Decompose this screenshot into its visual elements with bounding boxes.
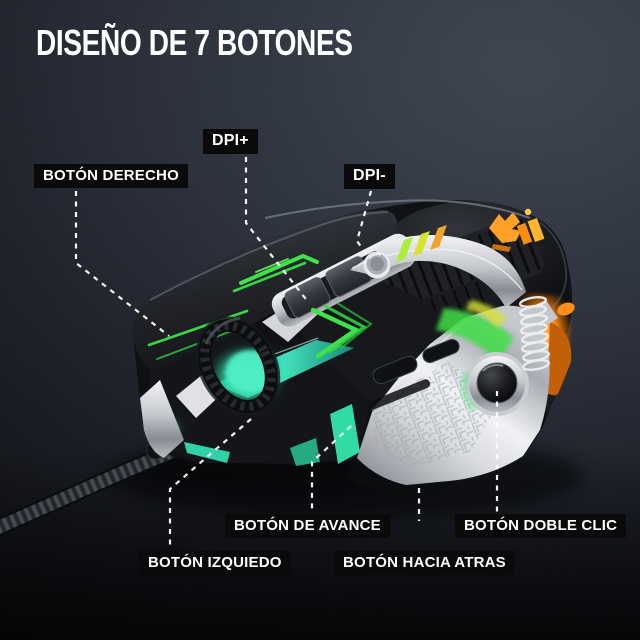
mode-button [363, 251, 391, 279]
leader-dpi-minus [355, 190, 373, 259]
dpi-bar-3 [430, 225, 447, 250]
label-dpi-plus: DPI+ [203, 129, 258, 154]
dpi-bar-1 [396, 237, 413, 262]
top-silver-strip [350, 225, 526, 308]
label-dpi-minus: DPI- [344, 164, 395, 189]
dpi-indicator-bars [396, 225, 447, 262]
dpi-bar-2 [413, 231, 430, 256]
leader-right-button [74, 191, 170, 337]
teal-accent-strips [290, 404, 360, 466]
side-forward-button [372, 355, 418, 385]
rgb-chevrons-mid [310, 302, 373, 359]
label-right-button: BOTÓN DERECHO [34, 164, 188, 188]
leader-lines [74, 157, 499, 549]
brand-logo [489, 208, 545, 252]
label-forward-button: BOTÓN DE AVANCE [225, 514, 390, 538]
mouse-body [132, 199, 575, 497]
double-click-button [462, 352, 529, 416]
front-bumper [140, 380, 184, 458]
label-back-button: BOTÓN HACIA ATRAS [334, 551, 515, 575]
leader-forward-button [310, 425, 352, 512]
leader-left-button [168, 418, 252, 549]
label-left-button: BOTÓN IZQUIEDO [139, 551, 291, 575]
page-title: DISEÑO DE 7 BOTONES [36, 22, 353, 63]
leader-dpi-plus [244, 157, 310, 304]
label-double-click-button: BOTÓN DOBLE CLIC [455, 514, 627, 538]
thumb-plate [357, 300, 558, 485]
spring-coil [518, 296, 551, 371]
side-back-button [422, 339, 460, 363]
